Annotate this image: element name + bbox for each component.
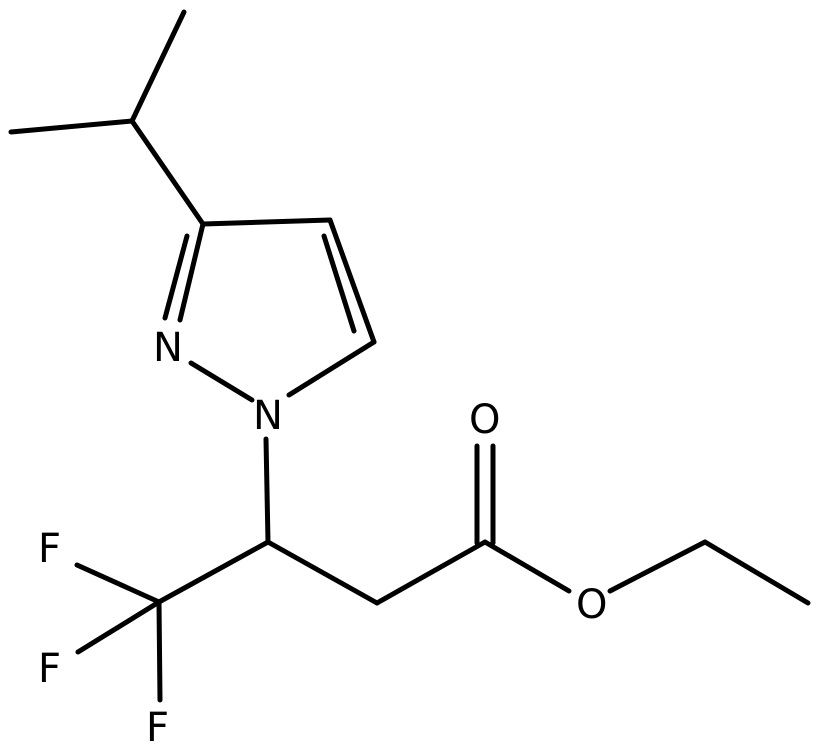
bond-cf3-f-top: [74, 562, 162, 605]
bond-isopropyl-to-ring: [129, 118, 206, 227]
bond-ethyl-ch3: [702, 539, 811, 606]
bond-cf3-f-mid: [75, 599, 162, 655]
atom-label-n-substituted: N: [253, 393, 283, 439]
bond-n2-c3: [177, 221, 206, 323]
bond-isopropyl-upper-methyl: [129, 9, 187, 124]
bond-c4-c5: [327, 217, 377, 345]
bond-n1-ch: [263, 436, 271, 545]
bond-ch-ch2: [265, 539, 380, 606]
atom-label-f-top: F: [38, 526, 61, 572]
bond-cf3-f-bottom: [156, 599, 163, 703]
atom-label-o-carbonyl: O: [469, 397, 500, 443]
bond-ch2-carbonyl: [374, 539, 488, 606]
bond-n2-c3-inner: [162, 233, 190, 321]
bond-c5-n1: [286, 339, 377, 398]
atom-label-o-ester: O: [576, 582, 607, 628]
bond-carbonyl-oester: [482, 539, 572, 594]
atom-label-f-bottom: F: [146, 705, 169, 751]
bond-c4-c5-inner: [321, 233, 357, 334]
bond-n1-n2: [188, 360, 255, 403]
atom-label-n-ring: N: [153, 325, 183, 371]
bond-ch-cf3: [156, 539, 271, 605]
bond-oester-ch2: [607, 539, 708, 594]
bond-isopropyl-left-methyl: [8, 118, 135, 135]
bond-c3-c4: [200, 217, 333, 227]
atom-label-f-mid: F: [38, 646, 61, 692]
